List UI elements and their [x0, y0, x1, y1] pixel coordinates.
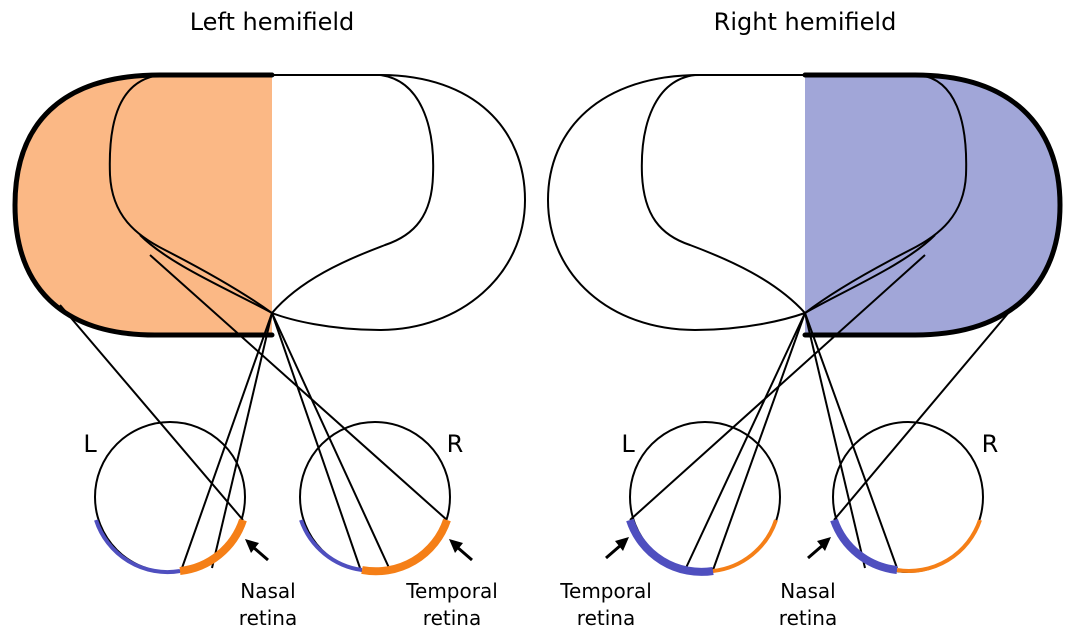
right-ray-outer — [833, 304, 1016, 521]
right-diagram-left-eye-orange-retina — [712, 519, 778, 573]
right-ray-fix-b — [684, 312, 806, 571]
left-nasal-retina-label-line2: retina — [239, 606, 297, 630]
right-temporal-retina-label-line2: retina — [577, 606, 635, 630]
left-diagram-nose-contour — [139, 234, 273, 314]
right-temporal-retina-label-line1: Temporal — [559, 579, 652, 603]
right-diagram-right-eye-label: R — [982, 430, 999, 458]
right-eye-visual-field-outline — [271, 74, 435, 314]
left-nasal-arrow-icon — [245, 539, 269, 562]
right-ray-fix-a — [712, 312, 806, 571]
left-temporal-arrow-icon — [449, 539, 473, 562]
left-diagram-right-eye-label: R — [447, 430, 464, 458]
right-diagram-left-eye-field-outline — [640, 74, 806, 314]
left-hemifield-diagram: Left hemifield L R — [12, 8, 527, 630]
left-diagram-left-eye-orange-retina — [179, 518, 247, 575]
right-hemifield-diagram: Right hemifield L R — [546, 8, 1063, 630]
right-diagram-field-outline-right-thick — [802, 72, 1063, 338]
right-diagram-right-eye-field-outline — [804, 74, 968, 314]
right-diagram-field-outline-left — [546, 74, 806, 332]
left-diagram-left-eye-blue-retina — [94, 519, 181, 575]
right-ray-fix-d — [804, 312, 898, 569]
left-ray-fix-d — [271, 312, 391, 571]
left-diagram-right-eye-orange-retina — [361, 518, 451, 576]
left-diagram-field-outline-right — [271, 74, 527, 332]
right-nasal-retina-label-line2: retina — [779, 606, 837, 630]
left-diagram-right-eye-blue-retina — [299, 519, 363, 572]
right-diagram-nose-contour — [804, 234, 936, 314]
left-temporal-retina-label-line2: retina — [423, 606, 481, 630]
right-diagram-right-eye-orange-retina — [896, 519, 982, 573]
left-ray-fix-a — [181, 312, 273, 569]
left-temporal-retina-label-line1: Temporal — [405, 579, 498, 603]
right-nasal-retina-label-line1: Nasal — [780, 579, 835, 603]
right-diagram-left-eye-label: L — [621, 430, 635, 458]
right-nasal-arrow-icon — [807, 537, 831, 560]
right-ray-fix-c — [804, 312, 866, 569]
left-eye-visual-field-outline — [108, 74, 273, 314]
left-diagram-field-outline-left-thick — [12, 72, 275, 338]
right-diagram-right-eye-blue-retina — [830, 518, 898, 574]
left-nasal-retina-label-line1: Nasal — [240, 579, 295, 603]
left-diagram-left-eye-label: L — [83, 430, 97, 458]
right-temporal-arrow-icon — [605, 537, 629, 560]
left-hemifield-shaded-region — [15, 75, 272, 335]
left-hemifield-title: Left hemifield — [190, 8, 355, 36]
right-hemifield-shaded-region — [805, 75, 1060, 335]
left-ray-fix-c — [271, 312, 361, 569]
right-hemifield-title: Right hemifield — [714, 8, 897, 36]
right-diagram-left-eye-blue-retina — [626, 518, 714, 576]
left-ray-fix-b — [211, 312, 273, 569]
